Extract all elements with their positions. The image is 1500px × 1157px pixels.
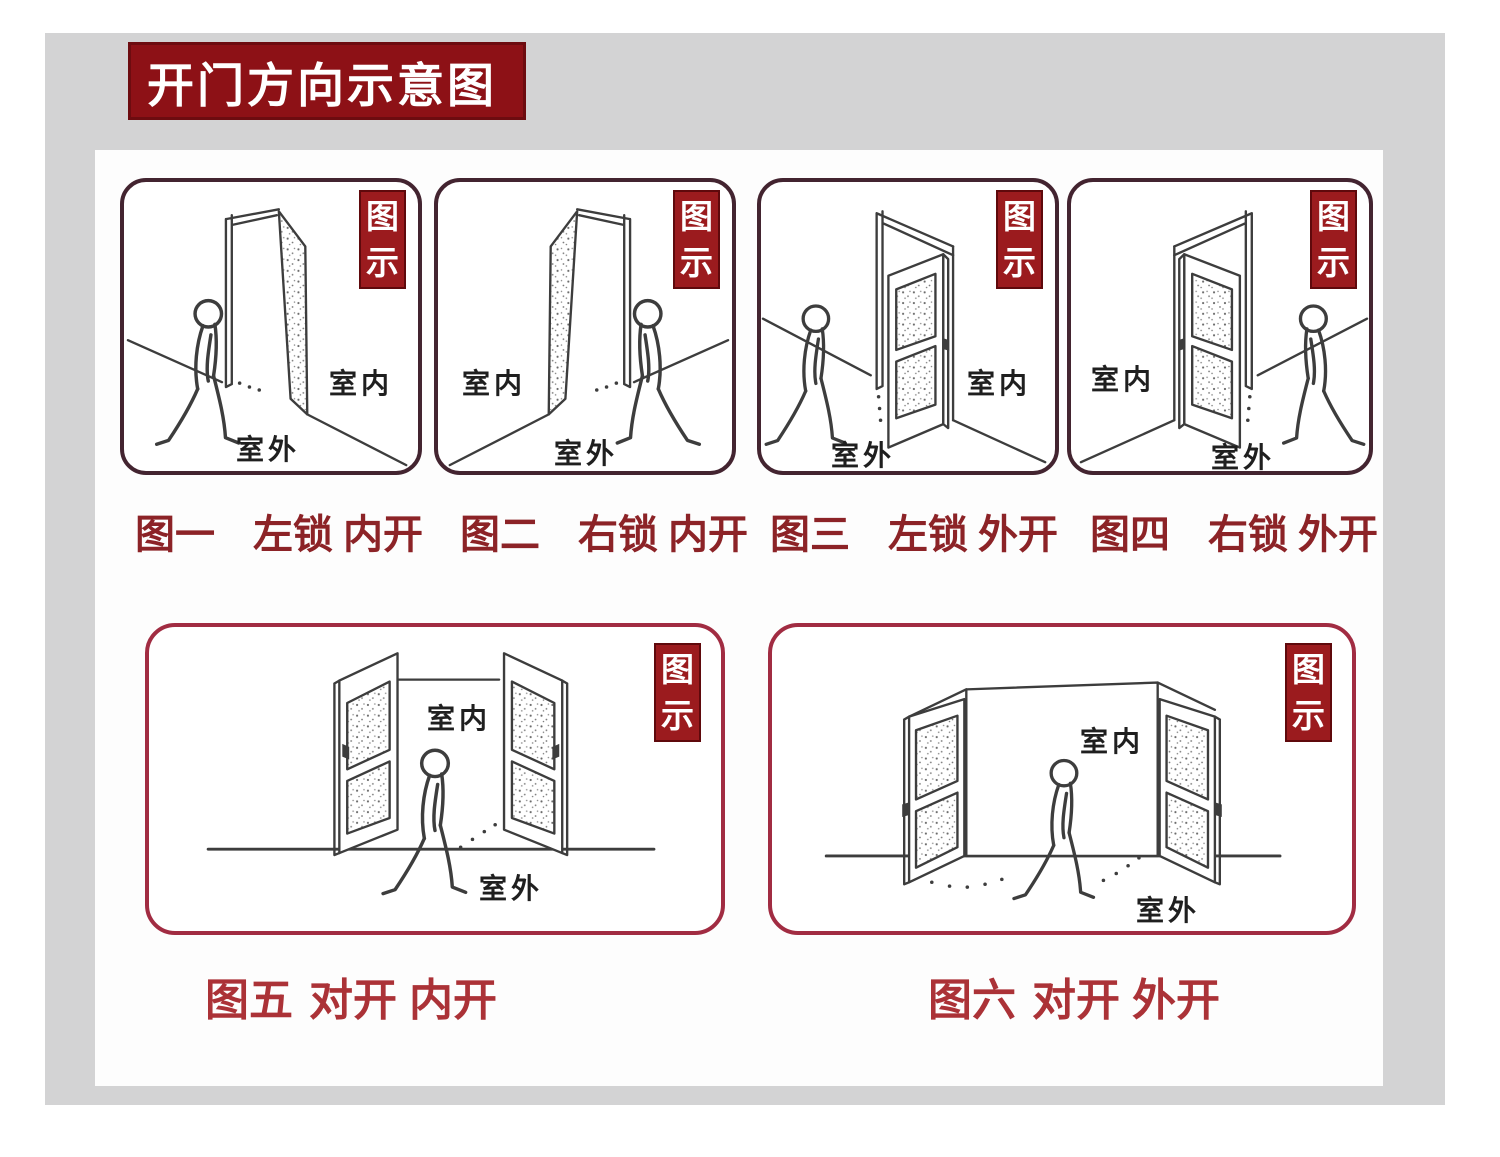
- caption-lock-type: 左锁: [253, 512, 333, 558]
- figure-badge: 图 示: [654, 643, 701, 742]
- badge-char-bottom: 示: [1292, 696, 1325, 735]
- figure-badge: 图 示: [673, 190, 720, 289]
- caption-figure-3: 图三 左锁 外开: [770, 502, 1058, 560]
- door-sketch-4: [1079, 210, 1369, 464]
- outdoor-label: 室外: [236, 433, 301, 466]
- caption-lock-type: 左锁: [888, 512, 968, 558]
- door-panel-6: 图 示 室内 室外: [768, 623, 1356, 935]
- indoor-label: 室内: [427, 702, 492, 735]
- caption-open-direction: 外开: [978, 512, 1058, 558]
- caption-figure-1: 图一 左锁 内开: [135, 502, 423, 560]
- caption-number: 图三: [770, 512, 850, 558]
- indoor-label: 室内: [462, 367, 527, 400]
- caption-open-direction: 内开: [409, 975, 497, 1026]
- outdoor-label: 室外: [479, 872, 544, 905]
- door-panel-2: 图 示 室内 室外: [434, 178, 736, 475]
- caption-number: 图一: [135, 512, 215, 558]
- caption-open-direction: 外开: [1298, 512, 1378, 558]
- door-sketch-6: [824, 681, 1282, 901]
- door-panel-4: 图 示 室内 室外: [1067, 178, 1373, 475]
- caption-open-direction: 内开: [668, 512, 748, 558]
- page-title-banner: 开门方向示意图: [128, 42, 526, 120]
- door-sketch-2: [448, 208, 730, 467]
- door-panel-3: 图 示 室内 室外: [757, 178, 1059, 475]
- indoor-label: 室内: [967, 367, 1032, 400]
- outdoor-label: 室外: [554, 437, 619, 470]
- badge-char-bottom: 示: [1317, 243, 1350, 282]
- badge-char-top: 图: [680, 197, 713, 236]
- badge-char-top: 图: [661, 650, 694, 689]
- badge-char-top: 图: [1292, 650, 1325, 689]
- figure-badge: 图 示: [1310, 190, 1357, 289]
- figure-badge: 图 示: [359, 190, 406, 289]
- figure-badge: 图 示: [996, 190, 1043, 289]
- door-panel-1: 图 示 室内 室外: [120, 178, 422, 475]
- door-sketch-5: [206, 652, 656, 896]
- caption-lock-type: 右锁: [1208, 512, 1288, 558]
- figure-badge: 图 示: [1285, 643, 1332, 742]
- door-sketch-3: [761, 210, 1047, 464]
- caption-figure-6: 图六 对开 外开: [928, 964, 1220, 1028]
- caption-number: 图五: [205, 975, 293, 1026]
- page-title: 开门方向示意图: [147, 58, 497, 114]
- caption-open-direction: 外开: [1132, 975, 1220, 1026]
- outdoor-label: 室外: [831, 439, 896, 472]
- caption-lock-type: 对开: [1032, 975, 1120, 1026]
- indoor-label: 室内: [329, 367, 394, 400]
- door-sketch-1: [126, 208, 408, 467]
- caption-number: 图四: [1090, 512, 1170, 558]
- caption-lock-type: 右锁: [578, 512, 658, 558]
- indoor-label: 室内: [1080, 725, 1145, 758]
- badge-char-top: 图: [366, 197, 399, 236]
- caption-number: 图六: [928, 975, 1016, 1026]
- caption-lock-type: 对开: [309, 975, 397, 1026]
- caption-figure-5: 图五 对开 内开: [205, 964, 497, 1028]
- caption-figure-4: 图四 右锁 外开: [1090, 502, 1378, 560]
- badge-char-bottom: 示: [366, 243, 399, 282]
- outdoor-label: 室外: [1136, 894, 1201, 927]
- caption-number: 图二: [460, 512, 540, 558]
- badge-char-bottom: 示: [1003, 243, 1036, 282]
- indoor-label: 室内: [1091, 363, 1156, 396]
- outdoor-label: 室外: [1211, 441, 1276, 474]
- badge-char-top: 图: [1003, 197, 1036, 236]
- caption-open-direction: 内开: [343, 512, 423, 558]
- badge-char-bottom: 示: [680, 243, 713, 282]
- badge-char-top: 图: [1317, 197, 1350, 236]
- caption-figure-2: 图二 右锁 内开: [460, 502, 748, 560]
- badge-char-bottom: 示: [661, 696, 694, 735]
- door-panel-5: 图 示 室内 室外: [145, 623, 725, 935]
